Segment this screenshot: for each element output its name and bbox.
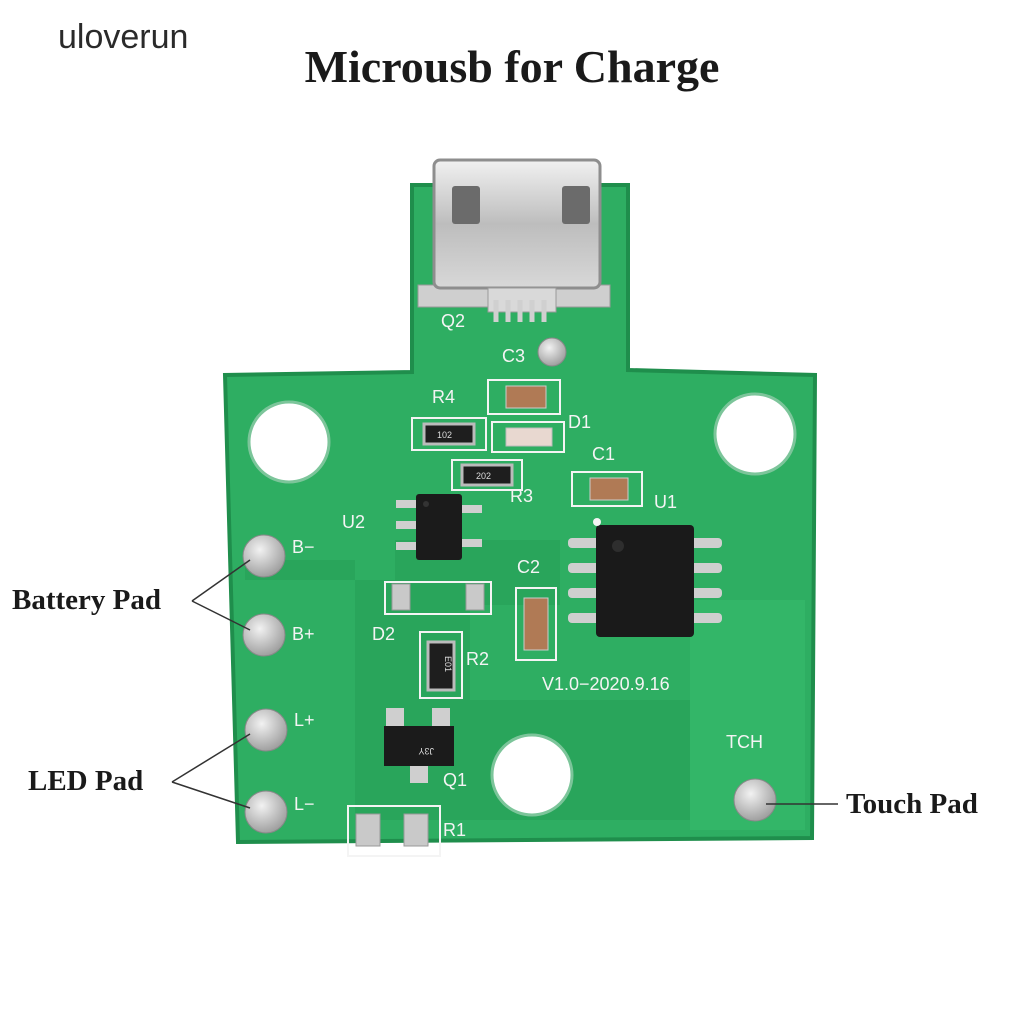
pad-l-plus: [244, 708, 288, 752]
label-q2: Q2: [441, 311, 465, 331]
resistor-r4: [422, 422, 476, 446]
label-l-minus: L−: [294, 794, 315, 814]
callout-leaders: [171, 559, 838, 809]
brand-watermark: uloverun: [58, 18, 189, 56]
chip-u2: [396, 494, 482, 560]
resistor-r3: [460, 463, 514, 487]
label-b-plus: B+: [292, 624, 315, 644]
mount-hole-right: [713, 392, 797, 476]
touch-trace-area: [690, 600, 805, 830]
chip-u1: [568, 518, 722, 637]
label-b-minus: B−: [292, 537, 315, 557]
label-u1: U1: [654, 492, 677, 512]
label-d2: D2: [372, 624, 395, 644]
callout-battery-pad: Battery Pad: [12, 584, 161, 616]
label-tch: TCH: [726, 732, 763, 752]
label-q1: Q1: [443, 770, 467, 790]
cap-c2: [523, 597, 549, 651]
mark-r4: 102: [437, 430, 452, 440]
resistor-r2: [426, 640, 456, 692]
label-c1: C1: [592, 444, 615, 464]
resistor-r1-pads: [347, 805, 441, 857]
cap-c3: [505, 385, 547, 409]
mount-hole-left: [247, 400, 331, 484]
label-d1: D1: [568, 412, 591, 432]
led-d1: [505, 427, 553, 447]
mark-r2: E01: [443, 656, 453, 672]
label-c2: C2: [517, 557, 540, 577]
label-l-plus: L+: [294, 710, 315, 730]
diode-d2: [384, 581, 492, 615]
copper-pour: [245, 540, 690, 820]
label-u2: U2: [342, 512, 365, 532]
label-r4: R4: [432, 387, 455, 407]
mark-q1: J3Y: [418, 746, 434, 756]
pad-touch: [733, 778, 777, 822]
label-r2: R2: [466, 649, 489, 669]
transistor-q1: [384, 708, 454, 783]
pad-b-plus: [242, 613, 286, 657]
label-r3: R3: [510, 486, 533, 506]
microusb-connector: [417, 158, 611, 322]
label-r1: R1: [443, 820, 466, 840]
callout-touch-pad: Touch Pad: [846, 788, 978, 820]
callout-led-pad: LED Pad: [28, 765, 144, 797]
label-c3: C3: [502, 346, 525, 366]
cap-c1: [589, 477, 629, 501]
pad-l-minus: [244, 790, 288, 834]
via-c3: [537, 337, 567, 367]
image-title: Microusb for Charge: [304, 41, 720, 92]
mount-hole-bottom: [490, 733, 574, 817]
label-version: V1.0−2020.9.16: [542, 674, 670, 694]
mark-r3: 202: [476, 471, 491, 481]
pad-b-minus: [242, 534, 286, 578]
